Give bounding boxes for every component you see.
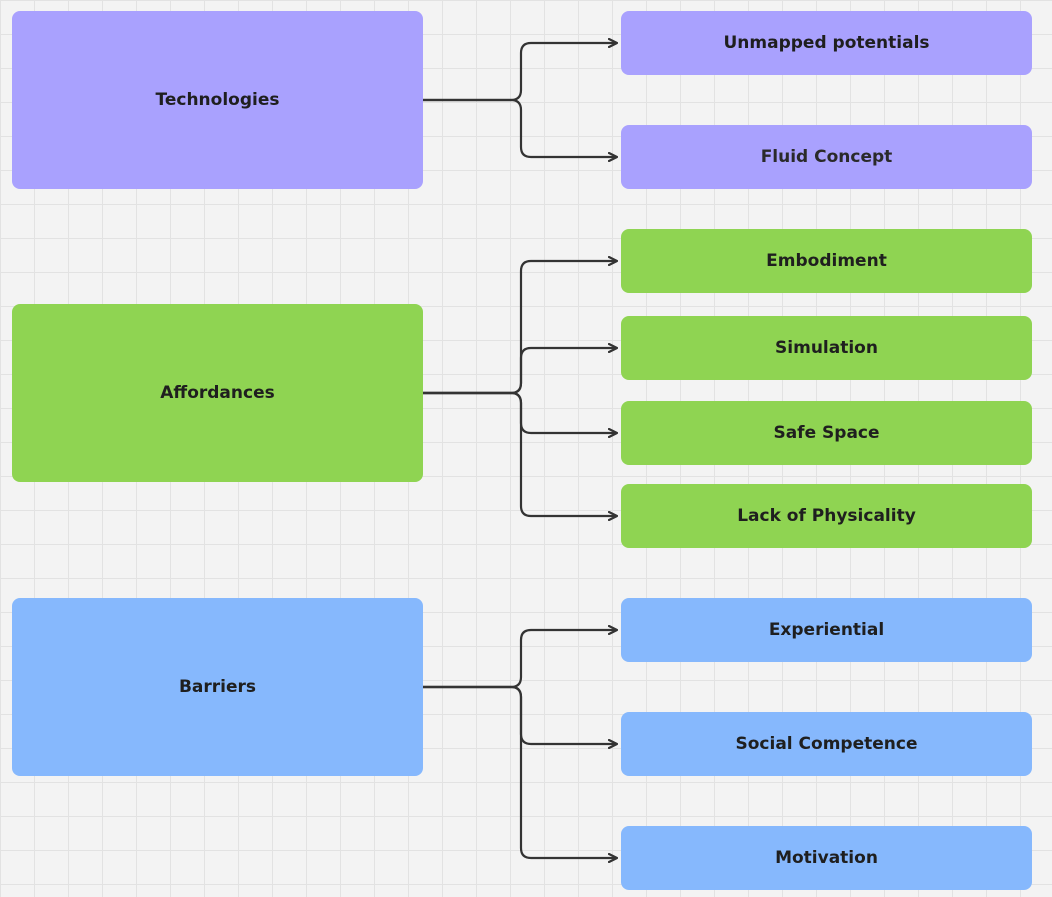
node-fluid-concept[interactable]: Fluid Concept: [621, 125, 1032, 189]
connector-affordances-lackphys: [423, 391, 617, 516]
connector-barriers-motivation: [423, 685, 617, 858]
connector-affordances-embodiment: [423, 261, 617, 395]
connector-technologies-fluid: [423, 98, 617, 157]
connector-technologies-unmapped: [423, 43, 617, 102]
node-simulation[interactable]: Simulation: [621, 316, 1032, 380]
node-safe-space[interactable]: Safe Space: [621, 401, 1032, 465]
node-affordances[interactable]: Affordances: [12, 304, 423, 482]
node-motivation[interactable]: Motivation: [621, 826, 1032, 890]
node-social-competence[interactable]: Social Competence: [621, 712, 1032, 776]
node-unmapped-potentials[interactable]: Unmapped potentials: [621, 11, 1032, 75]
connector-barriers-experiential: [423, 630, 617, 689]
node-lack-of-physicality[interactable]: Lack of Physicality: [621, 484, 1032, 548]
node-technologies[interactable]: Technologies: [12, 11, 423, 189]
node-barriers[interactable]: Barriers: [12, 598, 423, 776]
connector-barriers-social: [423, 685, 617, 744]
node-embodiment[interactable]: Embodiment: [621, 229, 1032, 293]
connector-affordances-simulation: [423, 348, 617, 395]
connector-affordances-safespace: [423, 391, 617, 433]
node-experiential[interactable]: Experiential: [621, 598, 1032, 662]
